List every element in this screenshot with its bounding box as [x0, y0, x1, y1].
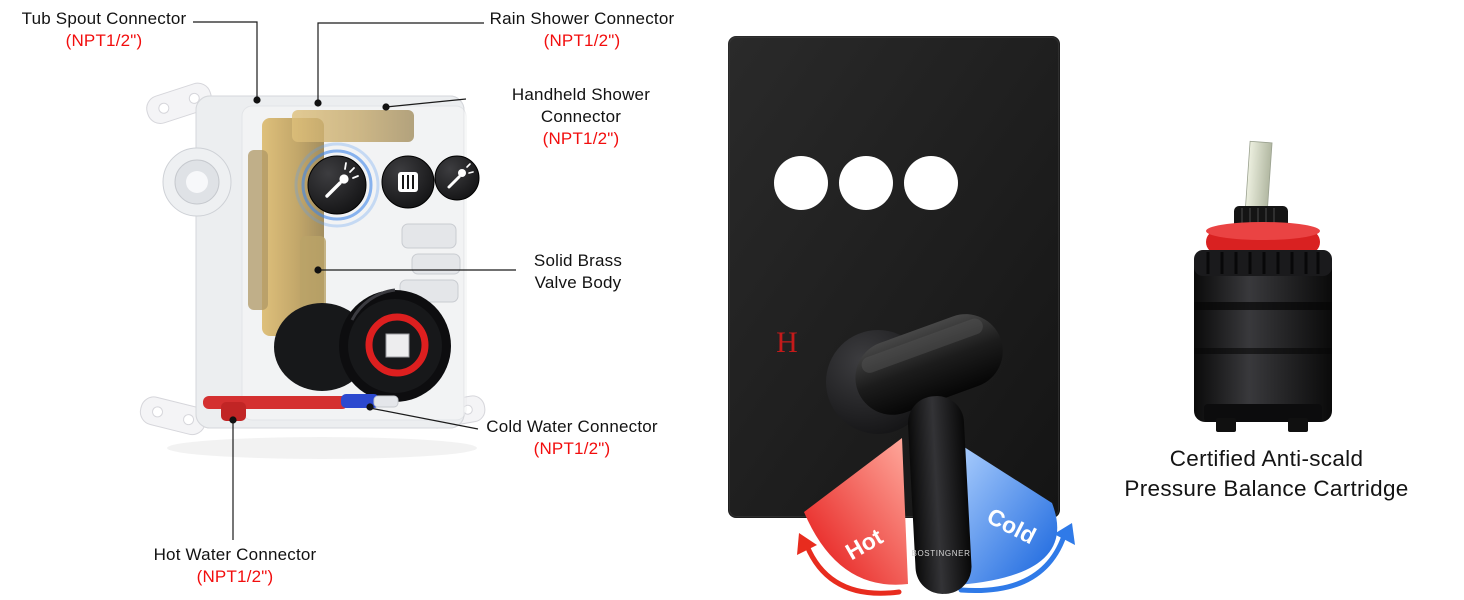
trim-plate-illustration: H Hot Cold	[728, 36, 1075, 596]
callout-cold-water-spec: (NPT1/2")	[533, 438, 611, 458]
callout-handheld-shower-spec: (NPT1/2")	[542, 128, 620, 148]
diverter-knob-rain	[381, 155, 435, 209]
wand-shower-icon	[325, 162, 359, 198]
callout-rain-shower-label: Rain Shower Connector	[489, 9, 675, 28]
callout-hot-water-spec: (NPT1/2")	[196, 566, 274, 586]
mounting-ear-top-left	[146, 82, 212, 124]
outlet-fittings	[399, 223, 461, 303]
callout-valve-body-line1: Solid Brass	[533, 251, 623, 270]
rough-in-valve-illustration	[139, 82, 486, 459]
diverter-knob-handheld	[434, 155, 480, 201]
callout-valve-body: Solid Brass Valve Body	[520, 250, 636, 294]
cartridge-caption: Certified Anti-scald Pressure Balance Ca…	[1124, 444, 1409, 503]
plate-hole-right	[904, 156, 958, 210]
plate-hole-left	[774, 156, 828, 210]
callout-tub-spout-label: Tub Spout Connector	[21, 9, 187, 28]
cartridge-illustration	[1194, 140, 1332, 432]
lever-grip	[907, 396, 972, 594]
callout-handheld-shower: Handheld Shower Connector (NPT1/2")	[470, 84, 692, 149]
cartridge-cap-assembly	[274, 288, 451, 402]
lever-handle	[855, 314, 1003, 415]
cartridge-caption-line2: Pressure Balance Cartridge	[1124, 475, 1409, 501]
rain-shower-icon	[398, 172, 418, 192]
hot-direction-fan: Hot	[797, 438, 908, 596]
cartridge-body	[1194, 250, 1332, 422]
callout-rain-shower: Rain Shower Connector (NPT1/2")	[486, 8, 678, 52]
callout-valve-body-line2: Valve Body	[534, 272, 622, 292]
callout-hot-water: Hot Water Connector (NPT1/2")	[145, 544, 325, 588]
callout-hot-water-label: Hot Water Connector	[153, 545, 317, 564]
callout-handheld-shower-label: Handheld Shower Connector	[511, 85, 651, 126]
diverter-knob-tub	[294, 142, 380, 228]
callout-tub-spout-spec: (NPT1/2")	[65, 30, 143, 50]
supply-pipes	[203, 394, 399, 421]
callout-cold-water: Cold Water Connector (NPT1/2")	[482, 416, 662, 460]
mounting-ear-bottom-left	[139, 396, 207, 436]
cartridge-caption-line1: Certified Anti-scald	[1169, 446, 1364, 471]
callout-cold-water-label: Cold Water Connector	[486, 417, 658, 436]
brand-label: BOSTINGNER	[912, 549, 971, 558]
callout-tub-spout: Tub Spout Connector (NPT1/2")	[18, 8, 190, 52]
handheld-shower-icon	[447, 163, 474, 189]
plate-hole-middle	[839, 156, 893, 210]
cold-direction-fan: Cold	[950, 438, 1075, 594]
callout-rain-shower-spec: (NPT1/2")	[543, 30, 621, 50]
hot-marker: H	[776, 326, 798, 359]
callout-dots	[229, 96, 390, 424]
callout-lines	[193, 21, 516, 540]
